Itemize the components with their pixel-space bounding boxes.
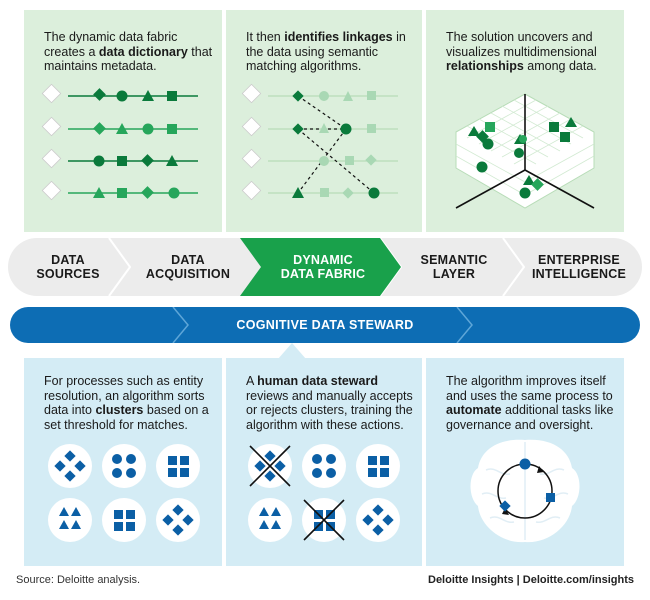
source-note: Source: Deloitte analysis. bbox=[16, 574, 141, 586]
panel-linkages: It then identifies linkages in the data … bbox=[226, 10, 422, 232]
pointer-triangle bbox=[278, 343, 306, 359]
brand-credit: Deloitte Insights | Deloitte.com/insight… bbox=[428, 574, 634, 586]
cognitive-data-steward-bar: COGNITIVE DATA STEWARD bbox=[10, 307, 640, 343]
reject-cross-marks bbox=[249, 445, 345, 541]
dictionary-row bbox=[41, 83, 198, 104]
panel-relationships: The solution uncovers and visualizes mul… bbox=[426, 10, 624, 232]
cluster-squares bbox=[114, 510, 135, 531]
panel-text: A human data steward reviews and manuall… bbox=[246, 374, 413, 432]
dashed-linkage-lines bbox=[297, 95, 375, 194]
cluster-triangles bbox=[59, 507, 81, 529]
panel-text: It then identifies linkages in the data … bbox=[246, 30, 406, 73]
steward-label: COGNITIVE DATA STEWARD bbox=[236, 318, 414, 332]
panel-text: For processes such as entity resolution,… bbox=[44, 374, 209, 432]
clusters-graphic bbox=[48, 444, 200, 542]
dictionary-row bbox=[41, 116, 198, 137]
pipeline-chevrons bbox=[8, 238, 642, 296]
panel-human-steward: A human data steward reviews and manuall… bbox=[226, 358, 422, 566]
cluster-squares bbox=[168, 456, 189, 477]
linkages-graphic bbox=[241, 83, 398, 201]
dictionary-row bbox=[41, 180, 198, 201]
data-dictionary-graphic bbox=[41, 83, 198, 201]
panel-automate: The algorithm improves itself and uses t… bbox=[426, 358, 624, 566]
panel-data-dictionary: The dynamic data fabric creates a data d… bbox=[24, 10, 222, 232]
panel-text: The algorithm improves itself and uses t… bbox=[446, 374, 614, 432]
panel-clusters: For processes such as entity resolution,… bbox=[24, 358, 222, 566]
3d-cube-graphic bbox=[455, 93, 595, 209]
brain-cycle-graphic bbox=[470, 439, 580, 543]
panel-text: The dynamic data fabric creates a data d… bbox=[44, 30, 213, 73]
reviewed-clusters-graphic bbox=[248, 444, 400, 542]
highlighted-stage-chevron bbox=[240, 238, 401, 296]
cluster-circles bbox=[112, 454, 136, 478]
panel-text: The solution uncovers and visualizes mul… bbox=[446, 30, 597, 73]
dictionary-row bbox=[41, 148, 198, 169]
cluster-diamonds bbox=[162, 504, 194, 536]
